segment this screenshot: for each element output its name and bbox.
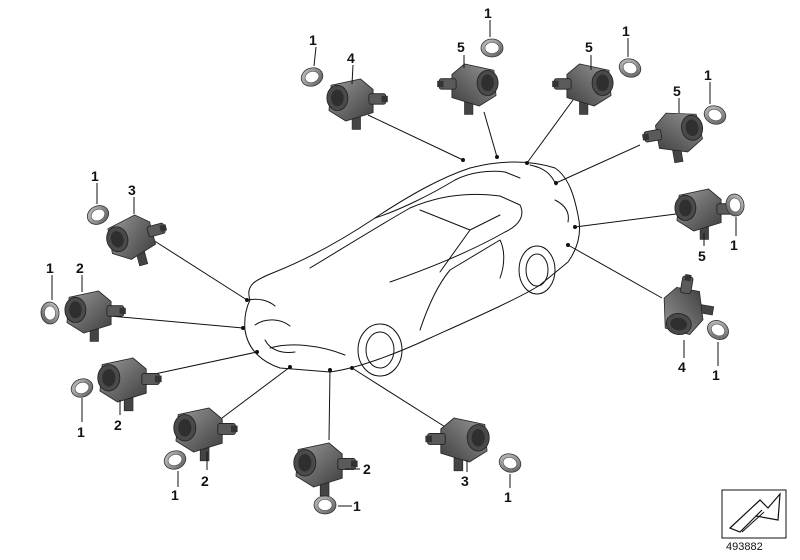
seal-ring-icon	[298, 64, 326, 90]
parking-sensor-icon	[551, 63, 614, 115]
callout-label: 2	[363, 461, 371, 477]
diagram-reference-number: 493882	[726, 541, 763, 553]
parking-sensor-icon	[436, 63, 499, 115]
callout-label: 1	[730, 237, 738, 253]
callout-label: 1	[309, 32, 317, 48]
sensor-group-s6: 5 1	[674, 188, 747, 264]
parking-sensor-icon	[674, 188, 737, 240]
callout-label: 1	[704, 67, 712, 83]
callout-label: 1	[504, 489, 512, 505]
callout-label: 4	[678, 359, 686, 375]
sensor-group-s7: 1 2	[39, 260, 127, 342]
sensor-group-s3: 5 1	[551, 23, 644, 115]
page-arrow-icon[interactable]	[721, 489, 787, 539]
sensor-group-s1: 1 4	[298, 32, 389, 130]
callout-label: 2	[76, 260, 84, 276]
seal-ring-icon	[480, 38, 504, 58]
sensor-group-s12: 3 1	[424, 417, 524, 505]
callout-label: 2	[114, 417, 122, 433]
parking-sensor-icon	[638, 106, 709, 169]
sensor-group-s10: 2 1	[161, 407, 239, 503]
leader-dots	[241, 155, 577, 372]
seal-ring-icon	[703, 316, 733, 344]
callout-label: 2	[201, 473, 209, 489]
seal-ring-icon	[496, 450, 524, 476]
callout-label: 5	[585, 39, 593, 55]
callout-label: 1	[622, 23, 630, 39]
callout-label: 3	[461, 473, 469, 489]
callout-label: 1	[171, 487, 179, 503]
callout-label: 1	[484, 5, 492, 21]
parking-sensor-icon	[424, 417, 490, 472]
sensor-group-s4: 5 1	[638, 67, 729, 169]
seal-ring-icon	[161, 447, 189, 473]
sensor-group-s2: 1 5	[436, 5, 504, 115]
sensor-group-s11: 2 1	[293, 442, 371, 515]
callout-label: 1	[91, 168, 99, 184]
seal-ring-icon	[39, 300, 61, 326]
callout-label: 1	[712, 367, 720, 383]
seal-ring-icon	[83, 201, 113, 229]
callout-label: 1	[46, 260, 54, 276]
sensor-group-s8: 4 1	[657, 270, 733, 383]
parking-sensor-icon	[64, 290, 127, 342]
callout-label: 1	[77, 424, 85, 440]
parking-sensor-icon	[101, 207, 175, 273]
seal-ring-icon	[701, 102, 729, 128]
seal-ring-icon	[313, 495, 337, 515]
callout-label: 5	[673, 83, 681, 99]
seal-ring-icon	[616, 55, 644, 81]
callout-label: 5	[698, 248, 706, 264]
sensor-group-s5: 1 3	[83, 168, 175, 273]
leader-lines	[109, 99, 677, 441]
parking-sensor-icon	[326, 78, 389, 130]
parking-sensor-icon	[97, 357, 163, 412]
car-outline	[244, 161, 581, 377]
callout-label: 5	[457, 39, 465, 55]
callout-label: 3	[128, 182, 136, 198]
callout-label: 1	[353, 498, 361, 514]
callout-label: 4	[347, 50, 355, 66]
sensor-group-s9: 1 2	[68, 357, 163, 440]
seal-ring-icon	[68, 375, 96, 401]
